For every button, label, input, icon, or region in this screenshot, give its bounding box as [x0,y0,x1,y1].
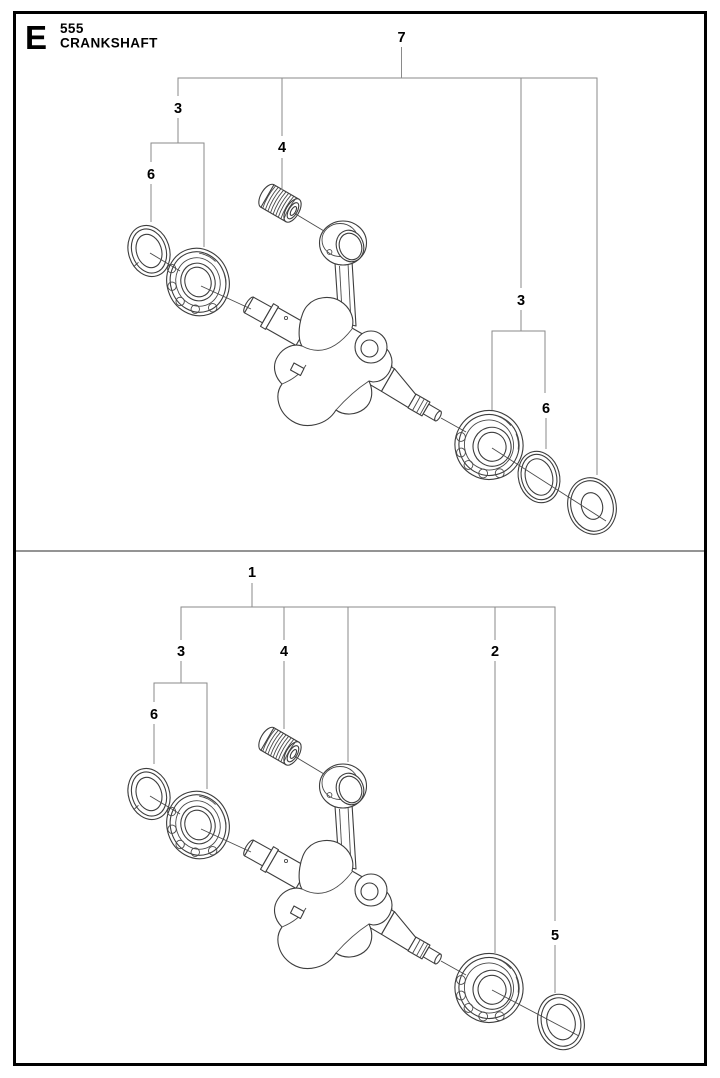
callout-label-washer-right: 5 [551,928,559,944]
callout-label-seal-left: 6 [147,167,155,183]
callout-label-seal-left: 6 [150,707,158,723]
callout-lines-top [150,47,598,475]
callout-label-needle-bearing: 4 [278,140,286,156]
axis-leader-right [491,447,607,522]
thrust-washer-far-right [567,477,617,535]
callout-label-bearing-right: 2 [491,644,499,660]
model-number: 555 [60,21,84,36]
callout-label-needle-bearing: 4 [280,644,288,660]
callout-lines-bottom [153,583,556,993]
section-letter: E [25,19,47,56]
diagram-border [13,11,707,1066]
bottom-panel: 1 3 6 4 2 5 [120,565,585,1051]
top-panel: 7 3 6 4 3 6 [120,30,617,535]
crankshaft-assembly-drawing [120,723,532,1031]
callout-label-crankshaft: 1 [248,565,256,581]
axis-leader-right [491,989,580,1037]
callout-label-bearing-left: 3 [174,101,182,117]
washer-right [537,993,585,1051]
crankshaft-assembly-drawing [120,180,532,488]
callout-label-bearing-right: 3 [517,293,525,309]
callout-label-washer-right: 6 [542,401,550,417]
page-title: CRANKSHAFT [60,36,158,51]
callout-label-bearing-left: 3 [177,644,185,660]
washer-right [517,450,561,504]
callout-label-full-assembly: 7 [397,30,405,46]
